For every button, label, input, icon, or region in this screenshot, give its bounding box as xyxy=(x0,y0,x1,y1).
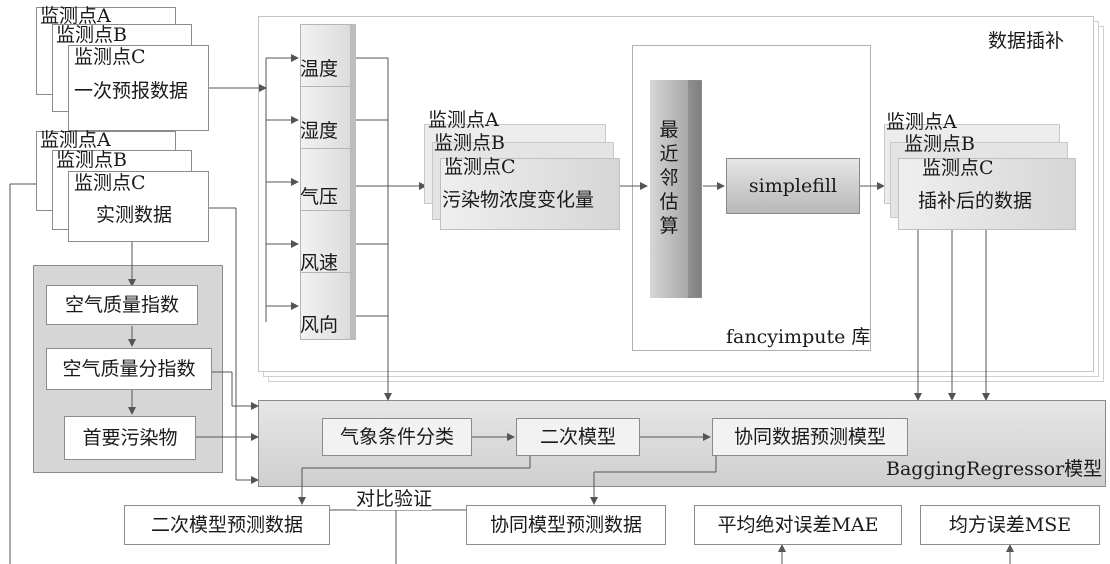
secondary-prediction-label: 二次模型预测数据 xyxy=(150,514,303,536)
measured-data-label: 实测数据 xyxy=(96,204,173,226)
mse-box: 均方误差MSE xyxy=(920,505,1100,545)
mae-box: 平均绝对误差MAE xyxy=(694,505,902,545)
forecast-station-a-label: 监测点A xyxy=(40,5,111,27)
weather-label-temperature: 温度 xyxy=(300,58,339,80)
weather-label-humidity: 湿度 xyxy=(300,120,339,142)
nearest-neighbor-face xyxy=(650,80,688,298)
pollutant-station-a-label: 监测点A xyxy=(428,109,499,131)
weather-label-wind-direction: 风向 xyxy=(300,314,339,336)
weather-block-temperature xyxy=(300,24,356,92)
simplefill-block: simplefill xyxy=(726,158,860,214)
aqi-index-label: 空气质量指数 xyxy=(64,294,179,316)
compare-label: 对比验证 xyxy=(356,488,433,510)
aqi-sub-index-label: 空气质量分指数 xyxy=(62,358,196,380)
aqi-index-box: 空气质量指数 xyxy=(46,285,198,325)
mae-label: 平均绝对误差MAE xyxy=(717,514,879,536)
nearest-neighbor-label: 最近邻估算 xyxy=(659,119,679,237)
pollutant-station-b-label: 监测点B xyxy=(434,132,505,154)
primary-pollutant-box: 首要污染物 xyxy=(64,416,196,460)
primary-pollutant-label: 首要污染物 xyxy=(82,427,178,449)
forecast-station-b-label: 监测点B xyxy=(56,24,127,46)
weather-label-wind-speed: 风速 xyxy=(300,252,339,274)
simplefill-label: simplefill xyxy=(748,175,838,197)
collab-model-box: 协同数据预测模型 xyxy=(712,418,908,456)
measured-station-a-label: 监测点A xyxy=(40,129,111,151)
secondary-prediction-box: 二次模型预测数据 xyxy=(124,505,330,545)
weather-block-wind-direction xyxy=(300,272,356,340)
collab-prediction-box: 协同模型预测数据 xyxy=(466,505,666,545)
collab-prediction-label: 协同模型预测数据 xyxy=(489,514,642,536)
bagging-title: BaggingRegressor模型 xyxy=(886,458,1103,480)
measured-station-c-box xyxy=(68,171,209,242)
weather-block-wind-speed xyxy=(300,210,356,278)
collab-model-label: 协同数据预测模型 xyxy=(733,426,886,448)
pollutant-change-label: 污染物浓度变化量 xyxy=(442,189,595,211)
aqi-sub-index-box: 空气质量分指数 xyxy=(46,348,212,390)
fancyimpute-label: fancyimpute 库 xyxy=(726,326,871,348)
weather-block-humidity xyxy=(300,86,356,154)
forecast-data-label: 一次预报数据 xyxy=(74,80,189,102)
weather-classify-label: 气象条件分类 xyxy=(339,426,454,448)
forecast-station-c-label: 监测点C xyxy=(74,46,146,68)
secondary-model-label: 二次模型 xyxy=(539,426,616,448)
imputation-title: 数据插补 xyxy=(988,30,1065,52)
weather-label-pressure: 气压 xyxy=(300,186,339,208)
filled-station-a-label: 监测点A xyxy=(886,111,957,133)
filled-station-c-box xyxy=(898,158,1076,230)
filled-station-c-label: 监测点C xyxy=(922,157,994,179)
measured-station-b-label: 监测点B xyxy=(56,149,127,171)
filled-station-b-label: 监测点B xyxy=(904,133,975,155)
forecast-station-c-box xyxy=(68,45,209,131)
secondary-model-box: 二次模型 xyxy=(516,418,640,456)
weather-block-pressure xyxy=(300,148,356,216)
weather-classify-box: 气象条件分类 xyxy=(322,418,472,456)
pollutant-station-c-box xyxy=(440,158,620,230)
mse-label: 均方误差MSE xyxy=(948,514,1072,536)
pollutant-station-c-label: 监测点C xyxy=(444,156,516,178)
filled-data-label: 插补后的数据 xyxy=(918,190,1033,212)
measured-station-c-label: 监测点C xyxy=(74,172,146,194)
